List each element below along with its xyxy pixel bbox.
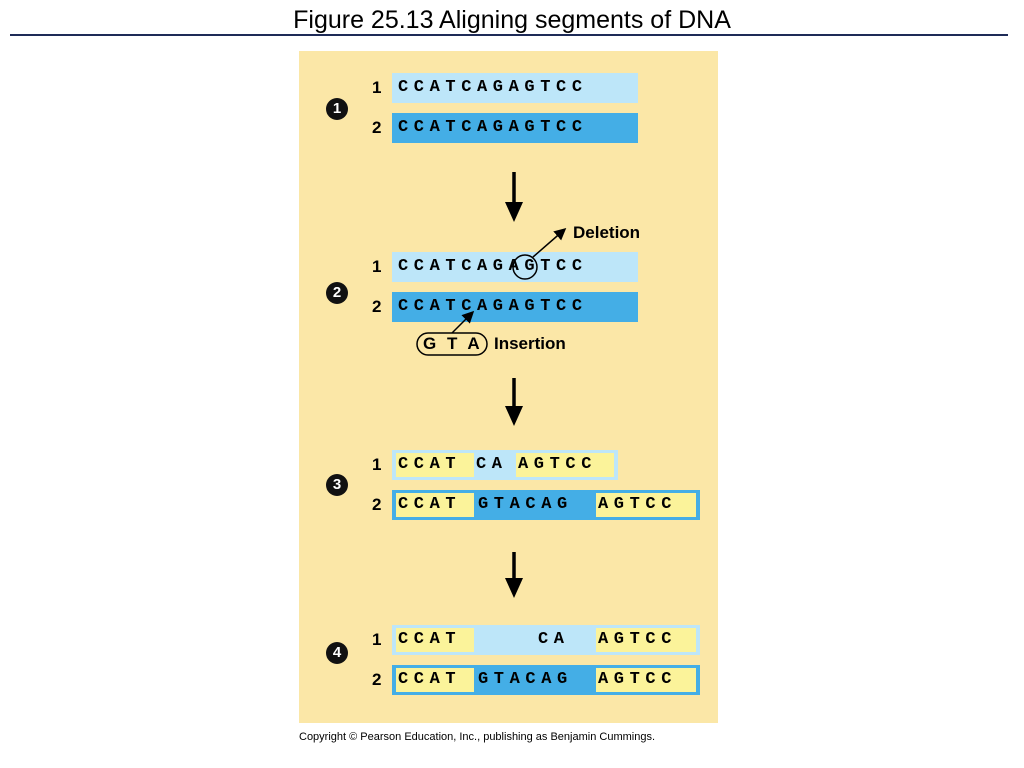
step1-seq-2: CCATCAGAGTCC [398, 118, 588, 137]
step3-match-left-2 [396, 493, 474, 517]
strand-label-2: 2 [372, 495, 382, 514]
step4-match-left-2 [396, 668, 474, 692]
step3-seq1-part3: AGTCC [518, 455, 598, 474]
step3-seq2-part3: AGTCC [598, 495, 678, 514]
deletion-arrow [532, 228, 567, 258]
insertion-capsule [416, 332, 488, 356]
down-arrow-3 [505, 552, 523, 598]
step3-seq1-part1: CCAT [398, 455, 462, 474]
step1-strand-2: CCATCAGAGTCC [392, 113, 638, 143]
step3-match-right-2 [596, 493, 696, 517]
step4-strand-2: CCAT GTACAG AGTCC [392, 665, 700, 695]
strand-label-2: 2 [372, 297, 382, 316]
step3-seq1-part2: CA [476, 455, 508, 474]
step4-seq2-part3: AGTCC [598, 670, 678, 689]
step4-seq1-part1: CCAT [398, 630, 462, 649]
down-arrow-1 [505, 172, 523, 222]
step4-match-left [396, 628, 474, 652]
insertion-label: Insertion [494, 334, 566, 353]
step1-strand-1: CCATCAGAGTCC [392, 73, 638, 103]
down-arrow-2 [505, 378, 523, 426]
copyright-notice: Copyright © Pearson Education, Inc., pub… [299, 731, 656, 743]
step3-seq2-part2: GTACAG [478, 495, 573, 514]
step3-strand-1: CCAT CA AGTCC [392, 450, 618, 480]
step4-seq2-part2: GTACAG [478, 670, 573, 689]
deletion-label: Deletion [573, 223, 641, 242]
step3-match-left [396, 453, 474, 477]
title-divider [10, 34, 1008, 36]
step4-match-right-2 [596, 668, 696, 692]
strand-label-1: 1 [372, 78, 382, 97]
strand-label-1: 1 [372, 257, 382, 276]
step1-seq-1: CCATCAGAGTCC [398, 78, 588, 97]
step-number-3: 3 [326, 474, 348, 496]
step4-seq2-part1: CCAT [398, 670, 462, 689]
step2-strand-2: CCATCAGAGTCC [392, 292, 638, 322]
step4-seq1-part3: AGTCC [598, 630, 678, 649]
strand-label-2: 2 [372, 118, 382, 137]
step4-strand-1: CCAT CA AGTCC [392, 625, 700, 655]
insertion-sequence: G T A [423, 334, 483, 353]
step4-match-right [596, 628, 696, 652]
figure-panel [299, 51, 718, 723]
step-number-2: 2 [326, 282, 348, 304]
strand-label-1: 1 [372, 630, 382, 649]
step3-strand-2: CCAT GTACAG AGTCC [392, 490, 700, 520]
slide-title: Figure 25.13 Aligning segments of DNA [293, 6, 731, 34]
step3-match-right [516, 453, 614, 477]
insertion-arrow [451, 310, 475, 334]
step2-seq-2: CCATCAGAGTCC [398, 297, 588, 316]
deletion-circle [512, 254, 538, 280]
strand-label-1: 1 [372, 455, 382, 474]
step-number-1: 1 [326, 98, 348, 120]
step4-seq1-part2: CA [538, 630, 570, 649]
step-number-4: 4 [326, 642, 348, 664]
step3-seq2-part1: CCAT [398, 495, 462, 514]
strand-label-2: 2 [372, 670, 382, 689]
